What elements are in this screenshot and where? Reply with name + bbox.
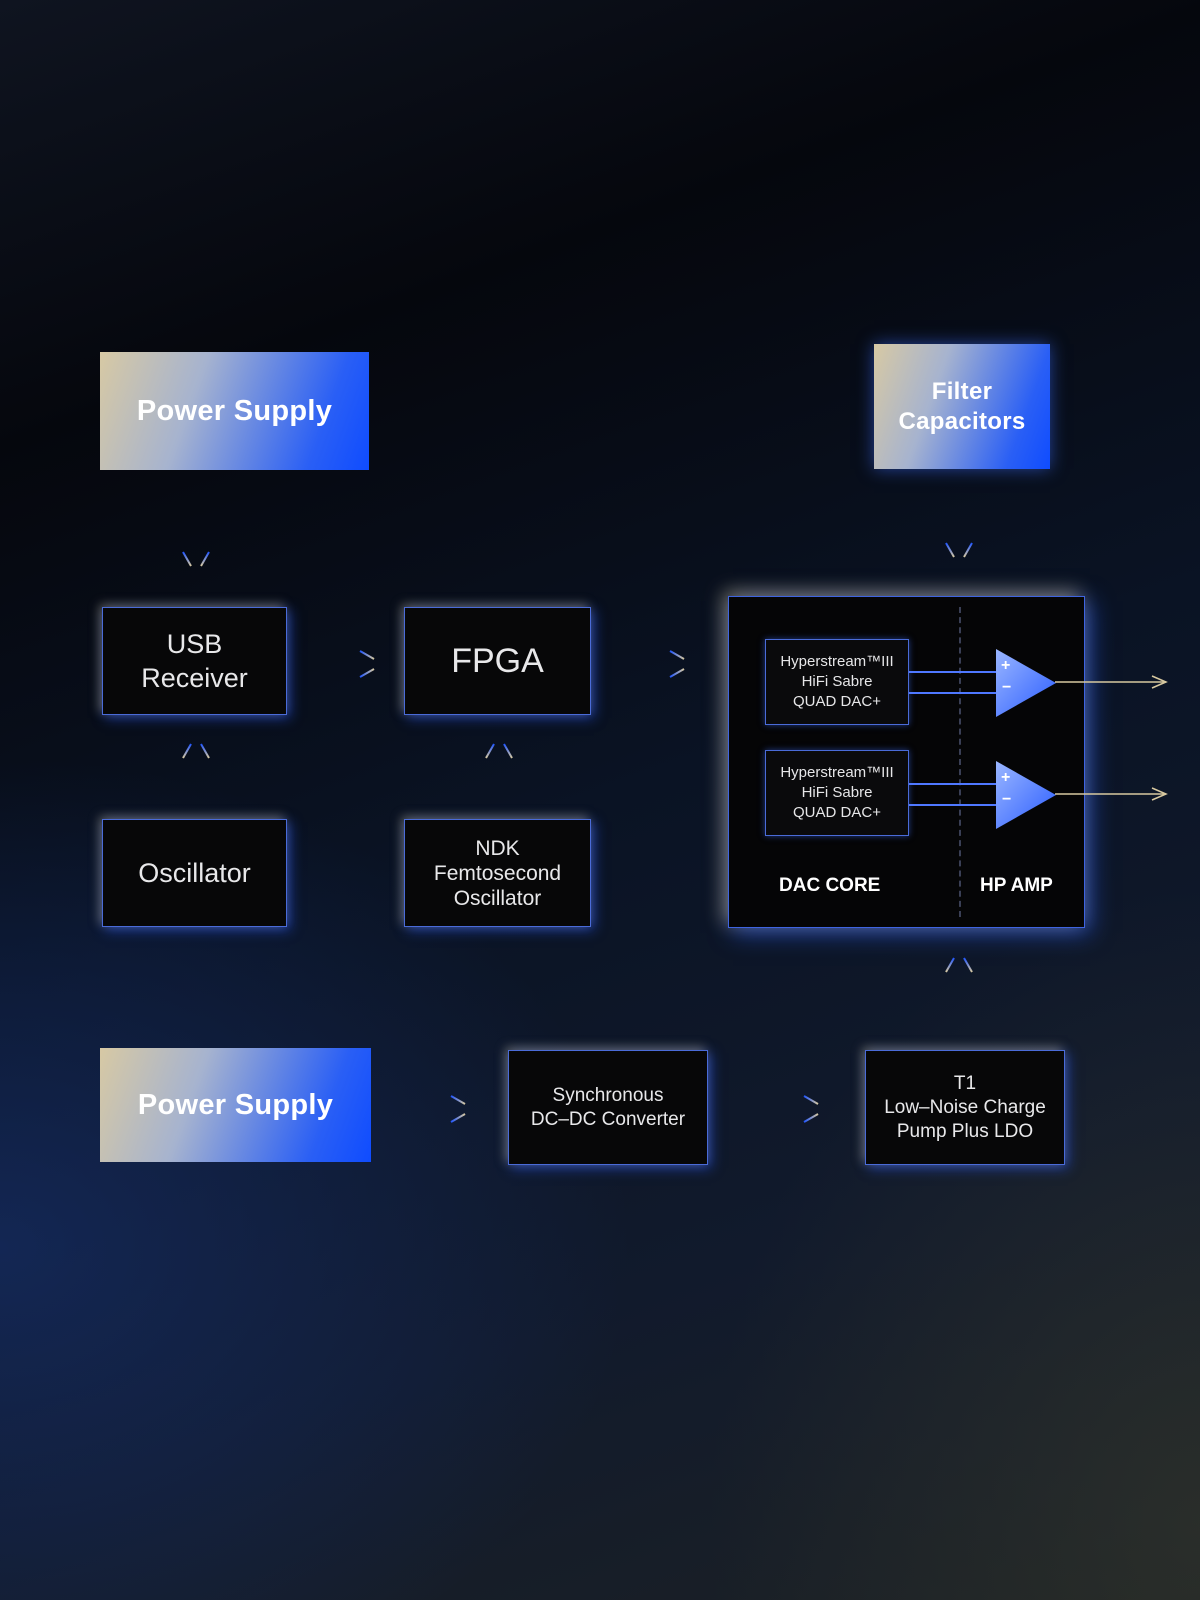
dac-core-block: Hyperstream™III HiFi Sabre QUAD DAC+ Hyp…	[728, 596, 1085, 928]
power-supply-bottom-label: Power Supply	[137, 1088, 334, 1121]
arrow-fpga-to-dac	[624, 650, 685, 678]
amp-2-minus: −	[1002, 791, 1012, 808]
arrow-usb-to-fpga	[314, 650, 375, 678]
dc-dc-converter-label: Synchronous DC–DC Converter	[530, 1084, 686, 1130]
core-divider	[959, 607, 961, 917]
fpga-label: FPGA	[451, 641, 544, 680]
arrow-chargepump-to-dac	[945, 957, 973, 1017]
arrow-power-to-dcdc	[406, 1095, 466, 1123]
power-supply-top-label: Power Supply	[136, 394, 333, 427]
filter-capacitors-label: Filter Capacitors	[898, 377, 1026, 435]
oscillator-label: Oscillator	[138, 857, 251, 888]
dac-chip-1-label: Hyperstream™III HiFi Sabre QUAD DAC+	[780, 653, 894, 710]
arrow-filter-to-dac	[945, 498, 973, 558]
fpga-box: FPGA	[404, 607, 591, 715]
ndk-oscillator-label: NDK Femtosecond Oscillator	[433, 836, 562, 910]
dc-dc-converter-box: Synchronous DC–DC Converter	[508, 1050, 708, 1165]
dac-chip-2: Hyperstream™III HiFi Sabre QUAD DAC+	[765, 750, 909, 836]
arrow-amp-2-output	[1055, 787, 1168, 801]
amp-2-plus: +	[1001, 769, 1011, 786]
ndk-oscillator-box: NDK Femtosecond Oscillator	[404, 819, 591, 927]
dac-core-label: DAC CORE	[779, 875, 881, 896]
charge-pump-box: T1 Low–Noise Charge Pump Plus LDO	[865, 1050, 1065, 1165]
hp-amp-label: HP AMP	[980, 875, 1053, 896]
arrow-power-to-usb	[182, 508, 210, 567]
arrow-amp-1-output	[1055, 675, 1168, 689]
power-supply-top-box: Power Supply	[100, 352, 369, 470]
amp-2-triangle	[996, 761, 1056, 829]
oscillator-box: Oscillator	[102, 819, 287, 927]
arrow-ndk-to-fpga	[485, 743, 513, 802]
amp-1-minus: −	[1002, 679, 1012, 696]
arrow-dcdc-to-chargepump	[760, 1095, 819, 1123]
charge-pump-label: T1 Low–Noise Charge Pump Plus LDO	[884, 1072, 1046, 1142]
usb-receiver-label: USB Receiver	[141, 629, 248, 693]
dac-core-wiring	[909, 649, 1056, 829]
dac-chip-1: Hyperstream™III HiFi Sabre QUAD DAC+	[765, 639, 909, 725]
amp-1-triangle	[996, 649, 1056, 717]
usb-receiver-box: USB Receiver	[102, 607, 287, 715]
power-supply-bottom-box: Power Supply	[100, 1048, 371, 1162]
filter-capacitors-box: Filter Capacitors	[874, 344, 1050, 469]
arrow-oscillator-to-usb	[182, 743, 210, 802]
dac-chip-2-label: Hyperstream™III HiFi Sabre QUAD DAC+	[780, 764, 894, 821]
amp-1-plus: +	[1001, 657, 1011, 674]
